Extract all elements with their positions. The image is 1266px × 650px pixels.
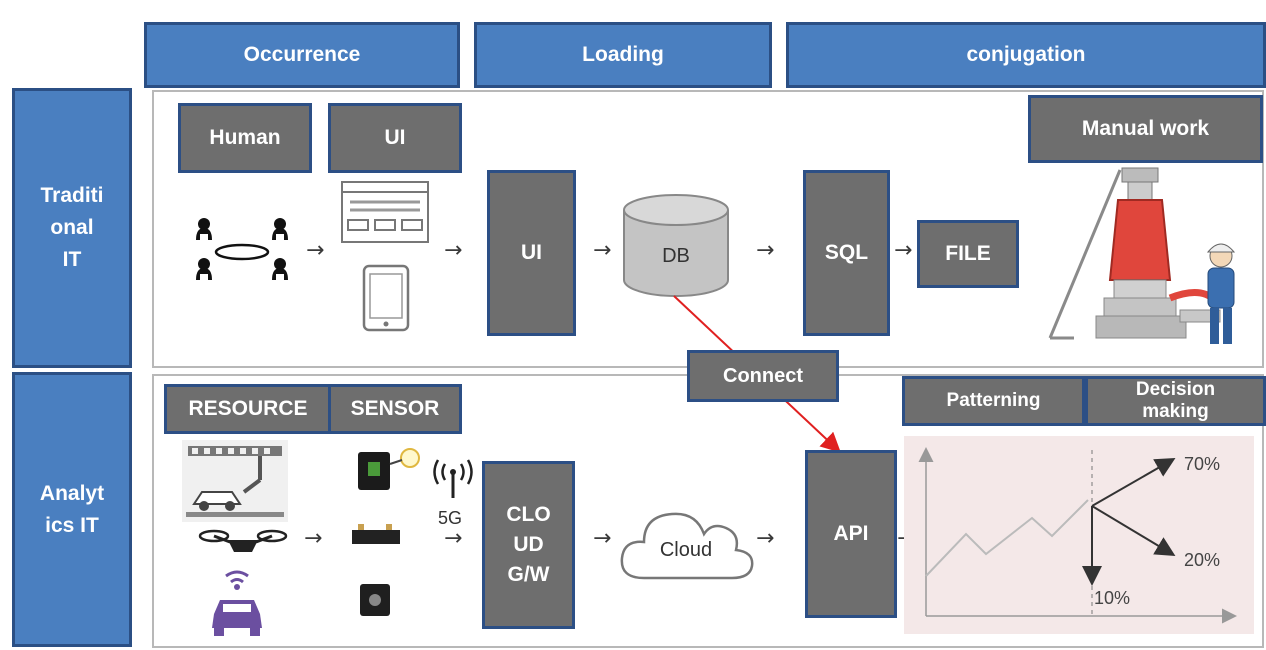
header-loading-label: Loading [582, 43, 664, 66]
resource-label: RESOURCE [164, 384, 332, 434]
connected-car-icon [212, 570, 262, 636]
antenna-signal-icon [433, 459, 473, 498]
arrow-icon: → [304, 526, 323, 551]
manual-work-label: Manual work [1028, 95, 1263, 163]
database-icon: DB [623, 194, 729, 297]
header-occurrence: Occurrence [144, 22, 460, 88]
browser-window-icon [341, 181, 429, 243]
row-label-analytics-it: Analyt ics IT [12, 372, 132, 647]
header-conjugation: conjugation [786, 22, 1266, 88]
ui-label-top: UI [328, 103, 462, 173]
arrow-icon: → [593, 526, 612, 551]
sql-box: SQL [803, 170, 890, 336]
file-box: FILE [917, 220, 1019, 288]
sensor-module-icon [358, 448, 420, 490]
line-chart-icon: 70% 20% 10% [904, 436, 1254, 634]
arrow-icon: → [593, 238, 612, 263]
patterning-label: Patterning [902, 376, 1085, 426]
arrow-icon: → [756, 526, 775, 551]
arrow-icon: → [444, 526, 463, 551]
header-loading: Loading [474, 22, 772, 88]
db-label: DB [662, 245, 690, 267]
human-label: Human [178, 103, 312, 173]
sensor-module-icon [352, 524, 400, 544]
cloud-gateway-box: CLO UD G/W [482, 461, 575, 629]
outcome-down-label: 10% [1094, 588, 1130, 608]
arrow-icon: → [894, 238, 913, 263]
sensor-module-icon [360, 584, 390, 616]
sensor-label: SENSOR [328, 384, 462, 434]
ui-box: UI [487, 170, 576, 336]
api-box: API [805, 450, 897, 618]
people-circle-icon [196, 218, 288, 280]
connect-label: Connect [687, 350, 839, 402]
row-label-traditional-it: Traditi onal IT [12, 88, 132, 368]
arrow-icon: → [444, 238, 463, 263]
tablet-icon [362, 264, 410, 332]
engine-worker-illustration [1030, 160, 1260, 358]
factory-robot-icon [182, 440, 288, 522]
arrow-icon: → [756, 238, 775, 263]
row-label-line: IT [62, 248, 82, 271]
arrow-icon: → [306, 238, 325, 263]
network-label: 5G [438, 508, 463, 528]
row-label-line: Analyt [39, 481, 105, 505]
row-label-line: ics IT [45, 513, 99, 537]
row-label-line: Traditi [40, 184, 104, 207]
decision-making-label: Decision making [1085, 376, 1266, 426]
drone-icon [198, 529, 288, 552]
cloud-label: Cloud [660, 539, 712, 561]
header-conjugation-label: conjugation [966, 43, 1086, 66]
outcome-up-label: 70% [1184, 454, 1220, 474]
header-occurrence-label: Occurrence [243, 43, 361, 66]
cloud-icon: Cloud [620, 512, 754, 580]
outcome-mid-label: 20% [1184, 550, 1220, 570]
row-label-line: onal [50, 216, 94, 239]
